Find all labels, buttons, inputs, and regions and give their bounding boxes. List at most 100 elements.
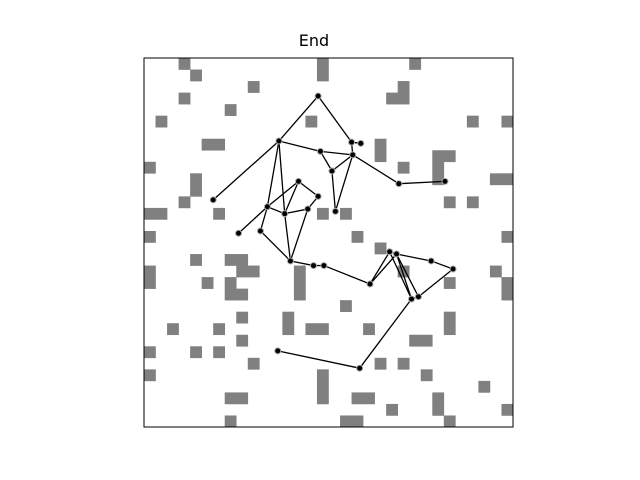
graph-node bbox=[320, 262, 328, 270]
obstacle-cell bbox=[432, 173, 445, 186]
obstacle-cell bbox=[144, 277, 156, 289]
graph-node bbox=[209, 196, 217, 204]
obstacle-cell bbox=[443, 150, 456, 163]
obstacle-cell bbox=[247, 265, 260, 278]
graph-node bbox=[263, 203, 271, 211]
obstacle-cell bbox=[397, 357, 410, 370]
obstacle-cell bbox=[351, 392, 364, 405]
obstacle-cell bbox=[363, 392, 375, 405]
obstacle-cell bbox=[420, 334, 433, 347]
obstacle-cell bbox=[201, 138, 214, 151]
graph-edge bbox=[284, 213, 292, 262]
obstacle-cell bbox=[190, 254, 202, 266]
graph-edge bbox=[266, 140, 280, 207]
graph-node bbox=[408, 295, 416, 303]
graph-node bbox=[314, 92, 322, 100]
graph-edge bbox=[317, 95, 353, 143]
graph-edge bbox=[369, 253, 398, 285]
obstacle-cell bbox=[316, 207, 329, 220]
obstacle-cell bbox=[144, 265, 156, 278]
graph-node bbox=[331, 207, 339, 215]
obstacle-cell bbox=[144, 346, 156, 359]
graph-edge bbox=[331, 170, 337, 212]
obstacle-cell bbox=[293, 277, 306, 289]
graph-edge bbox=[395, 253, 413, 300]
graph-edge bbox=[259, 206, 269, 232]
obstacle-cell bbox=[501, 403, 514, 416]
graph-edge bbox=[395, 253, 420, 297]
obstacle-cell bbox=[178, 58, 191, 70]
obstacle-cell bbox=[466, 196, 479, 209]
graph-node bbox=[275, 137, 283, 145]
graph-node bbox=[414, 293, 422, 301]
obstacle-cell bbox=[190, 346, 202, 359]
obstacle-cell bbox=[236, 254, 249, 266]
obstacle-cell bbox=[178, 196, 191, 209]
obstacle-cell bbox=[282, 311, 295, 324]
graph-edge bbox=[430, 260, 454, 270]
graph-edge bbox=[319, 151, 333, 172]
obstacle-cell bbox=[489, 265, 502, 278]
obstacle-cell bbox=[340, 207, 352, 220]
obstacle-cell bbox=[293, 288, 306, 301]
obstacle-cell bbox=[351, 230, 364, 243]
obstacle-cell bbox=[236, 288, 249, 301]
graph-node bbox=[314, 192, 322, 200]
obstacle-cell bbox=[363, 323, 375, 336]
graph-edge bbox=[334, 154, 354, 212]
obstacle-cell bbox=[190, 173, 202, 186]
obstacle-cell bbox=[305, 323, 318, 336]
graph-node bbox=[348, 138, 356, 146]
obstacle-cell bbox=[466, 115, 479, 128]
obstacle-cell bbox=[144, 230, 156, 243]
obstacle-cell bbox=[340, 300, 352, 312]
plot-frame bbox=[143, 57, 514, 428]
obstacle-cell bbox=[443, 323, 456, 336]
obstacle-cell bbox=[316, 369, 329, 382]
obstacle-layer bbox=[144, 58, 514, 428]
obstacle-cell bbox=[247, 81, 260, 93]
graph-node bbox=[357, 139, 365, 147]
obstacle-cell bbox=[224, 415, 237, 428]
graph-node bbox=[386, 248, 394, 256]
graph-edge bbox=[278, 95, 319, 142]
graph-node bbox=[366, 280, 374, 288]
obstacle-cell bbox=[178, 92, 191, 105]
obstacle-cell bbox=[501, 173, 514, 186]
obstacle-cell bbox=[351, 415, 364, 428]
graph-edge bbox=[284, 181, 300, 214]
graph-node bbox=[441, 177, 449, 185]
obstacle-cell bbox=[374, 150, 387, 163]
graph-node bbox=[449, 265, 457, 273]
obstacle-cell bbox=[501, 115, 514, 128]
graph-node bbox=[281, 210, 289, 218]
obstacle-cell bbox=[316, 69, 329, 82]
graph-node bbox=[274, 347, 282, 355]
obstacle-cell bbox=[224, 254, 237, 266]
obstacle-cell bbox=[236, 392, 249, 405]
obstacle-cell bbox=[443, 196, 456, 209]
graph-edge bbox=[320, 150, 353, 156]
obstacle-cell bbox=[247, 357, 260, 370]
obstacle-cell bbox=[409, 58, 422, 70]
obstacle-cell bbox=[236, 334, 249, 347]
obstacle-cell bbox=[224, 104, 237, 116]
obstacle-cell bbox=[144, 161, 156, 174]
obstacle-cell bbox=[386, 403, 398, 416]
graph-node bbox=[328, 167, 336, 175]
obstacle-cell bbox=[340, 415, 352, 428]
graph-edge bbox=[323, 264, 371, 285]
graph-edge bbox=[266, 180, 299, 208]
obstacle-cell bbox=[443, 415, 456, 428]
graph-edge bbox=[238, 206, 268, 234]
obstacle-cell bbox=[432, 392, 445, 405]
obstacle-cell bbox=[432, 150, 445, 163]
graph-edge bbox=[359, 298, 413, 369]
graph-edge bbox=[352, 154, 400, 185]
obstacle-cell bbox=[224, 277, 237, 289]
obstacle-cell bbox=[305, 115, 318, 128]
graph-node bbox=[235, 229, 243, 237]
obstacle-cell bbox=[443, 277, 456, 289]
obstacle-cell bbox=[144, 369, 156, 382]
obstacle-cell bbox=[282, 323, 295, 336]
